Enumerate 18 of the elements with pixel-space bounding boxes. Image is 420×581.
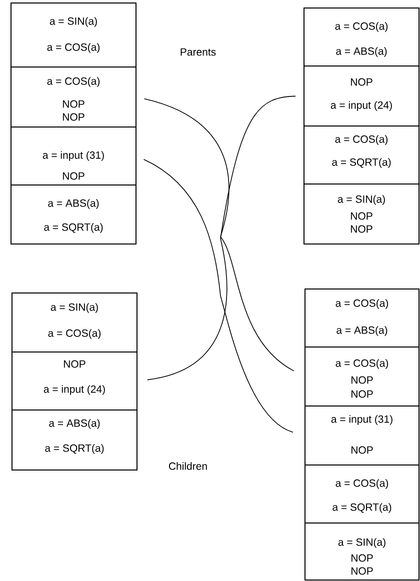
code-block: a = COS(a) a = SQRT(a) [304,464,420,524]
code-block: a = SIN(a) a = COS(a) [10,2,136,68]
code-block: a = SIN(a) NOP NOP [304,184,420,244]
code-block: NOP a = input (24) [304,66,420,126]
code-block: a = SIN(a) a = COS(a) [12,292,138,352]
code-block: NOP a = input (24) [12,352,138,410]
group-label: Children [168,462,207,470]
code-block: a = SIN(a) NOP NOP [304,522,420,580]
code-block: a = COS(a) NOP NOP [10,66,136,128]
code-block: a = ABS(a) a = SQRT(a) [10,184,136,244]
code-block: a = ABS(a) a = SQRT(a) [12,410,138,470]
code-block: a = COS(a) NOP NOP [304,346,420,406]
code-block: a = COS(a) a = ABS(a) [304,8,420,66]
code-block: a = COS(a) a = ABS(a) [304,288,420,348]
code-block: a = COS(a) a = SQRT(a) [304,126,420,184]
code-block: a = input (31) NOP [10,126,136,186]
connector-curve [143,158,294,433]
group-label: Parents [180,48,216,56]
